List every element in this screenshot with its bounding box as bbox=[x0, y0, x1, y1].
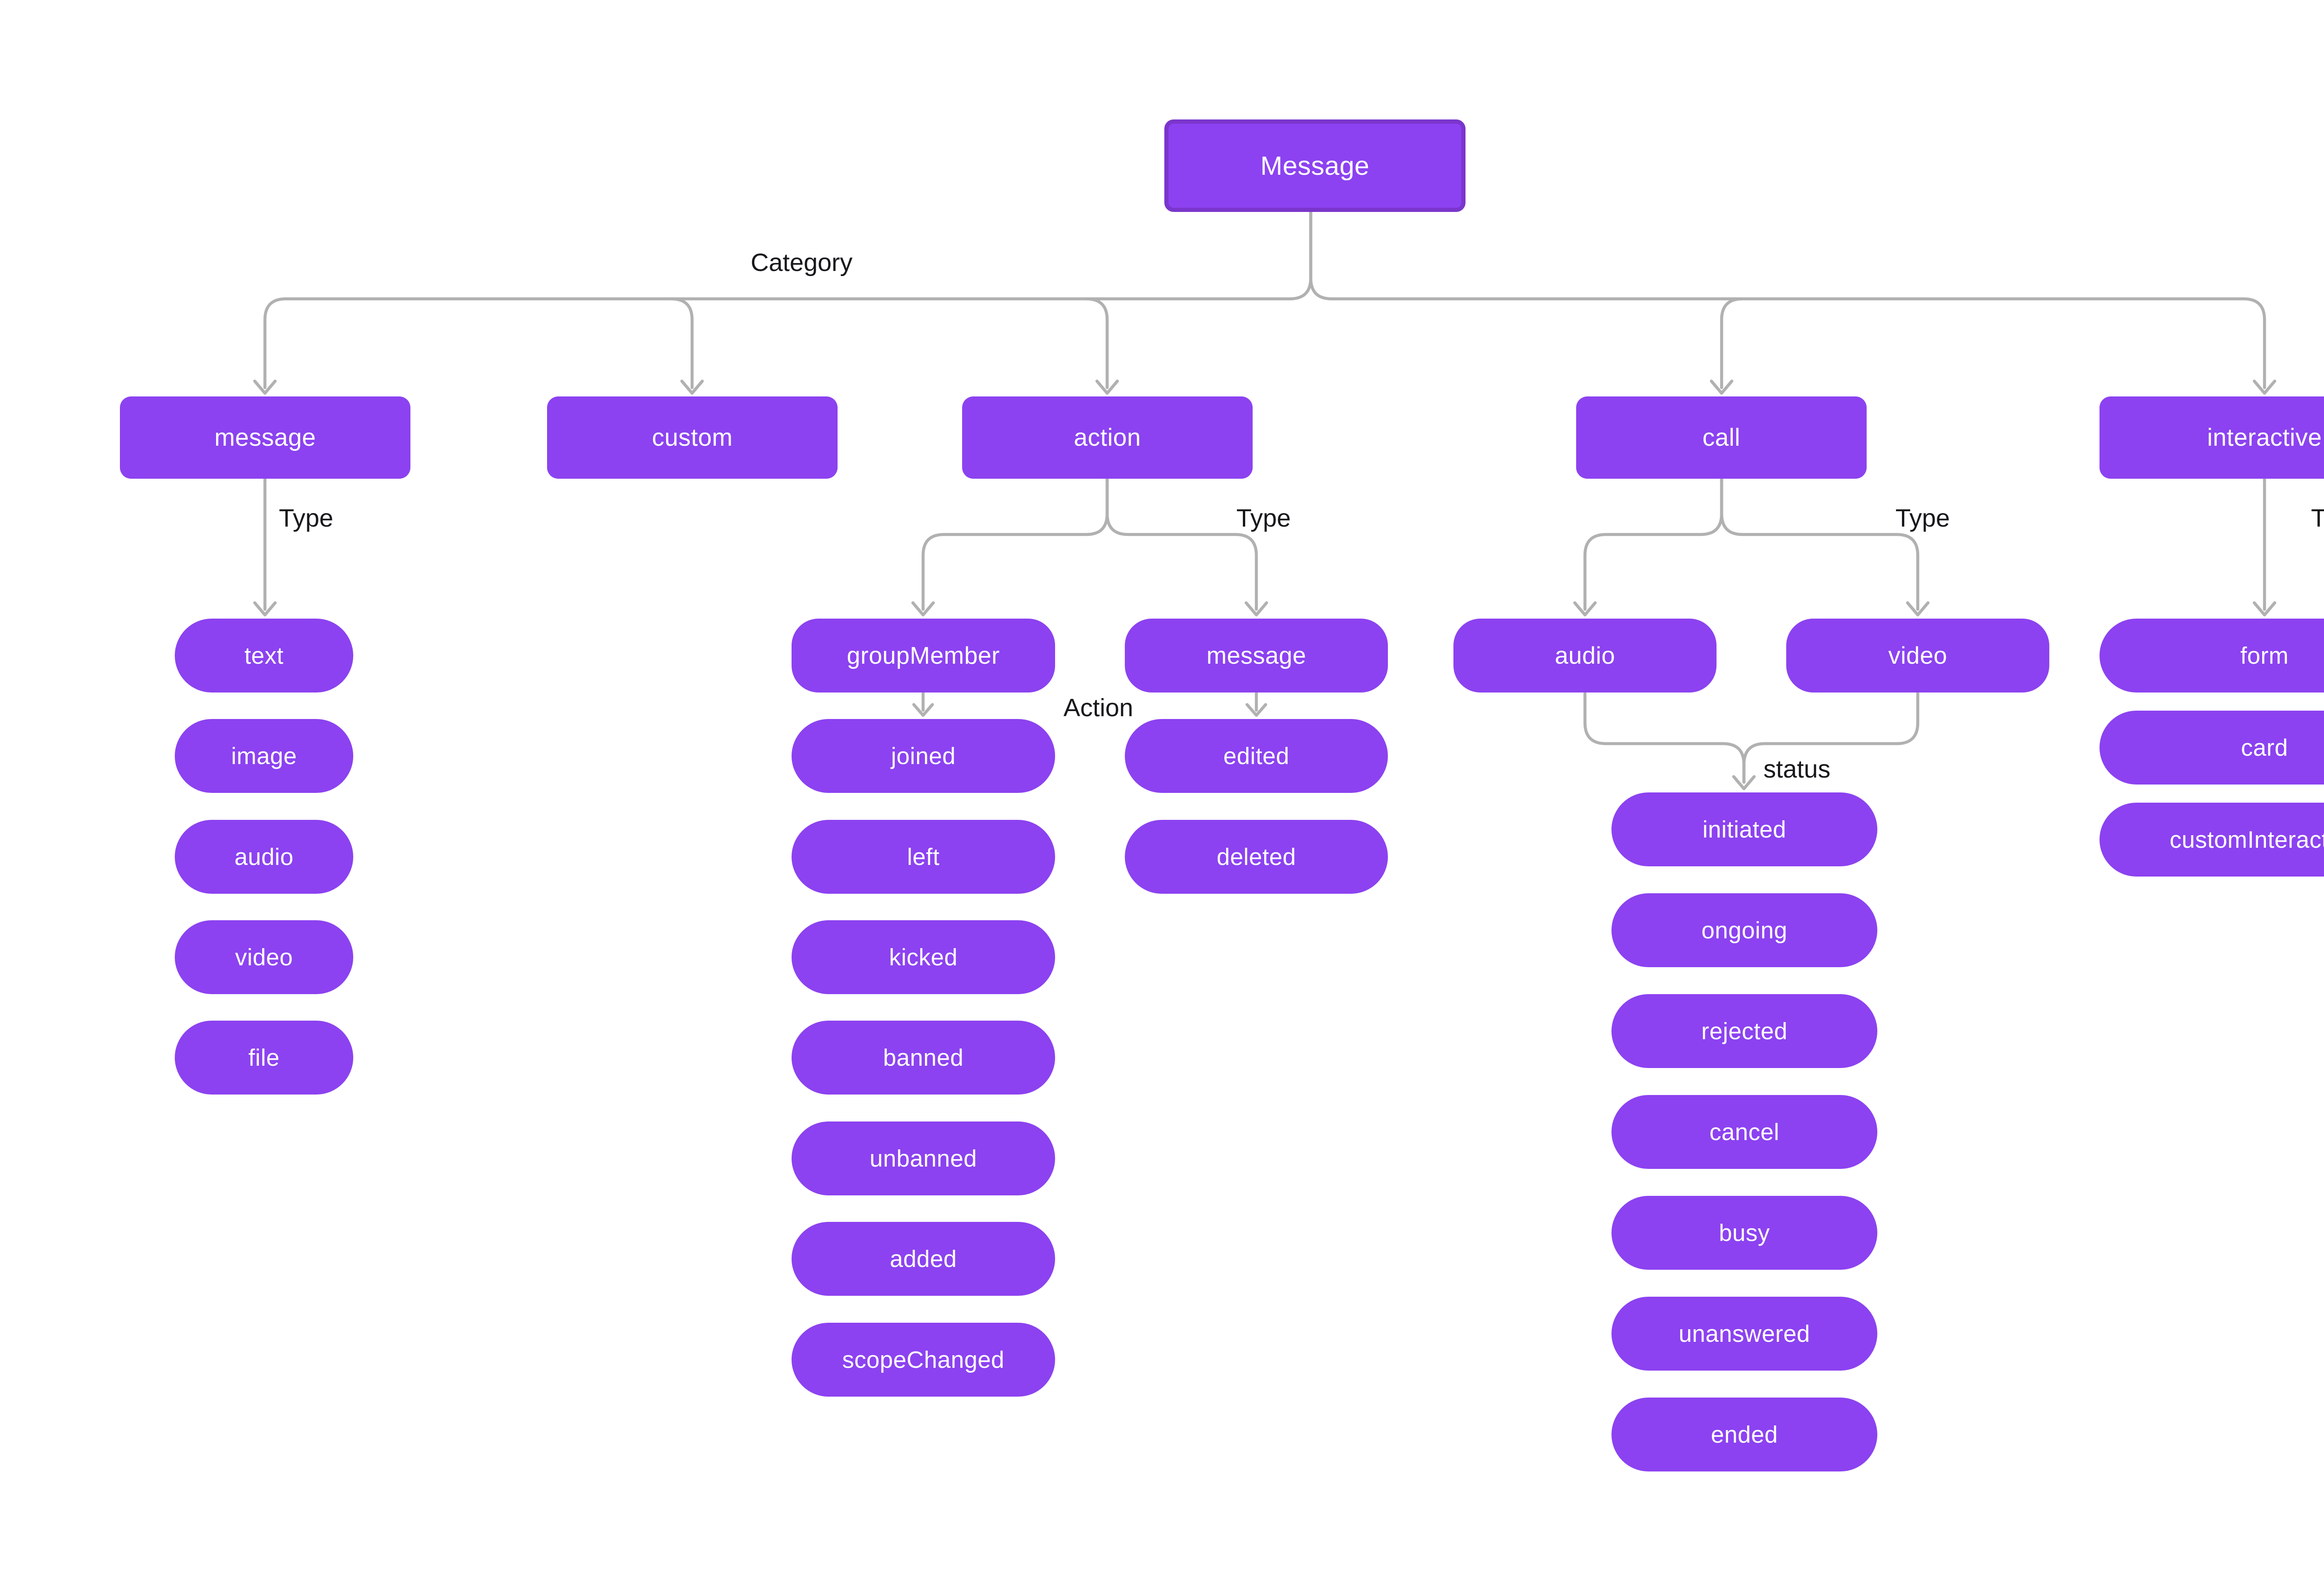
merge-video bbox=[1742, 692, 1920, 784]
node-call-status-busy: busy bbox=[1611, 1196, 1877, 1270]
arrowhead bbox=[1244, 601, 1268, 617]
node-call-status-cancel: cancel bbox=[1611, 1095, 1877, 1169]
node-call-type-audio: audio bbox=[1453, 619, 1717, 693]
node-groupmember-action-left: left bbox=[792, 820, 1055, 894]
trunk-right bbox=[1309, 202, 2266, 389]
type-edge-label-call: Type bbox=[1895, 504, 1950, 532]
node-message-type-audio: audio bbox=[175, 820, 353, 894]
node-groupmember-action-unbanned: unbanned bbox=[792, 1121, 1055, 1195]
drop-custom bbox=[669, 297, 694, 389]
node-category-interactive: interactive bbox=[2100, 396, 2324, 479]
node-groupmember-action-banned: banned bbox=[792, 1021, 1055, 1095]
arrowhead bbox=[2252, 379, 2277, 395]
node-call-type-video: video bbox=[1786, 619, 2049, 693]
arrowhead bbox=[1573, 601, 1597, 617]
drop-call bbox=[1720, 297, 1744, 389]
node-message-type-image: image bbox=[175, 719, 353, 793]
node-interactive-type-form: form bbox=[2100, 619, 2324, 693]
fork-call-left bbox=[1583, 477, 1723, 611]
edge-call-types-to-status bbox=[1583, 692, 1920, 791]
fork-call-right bbox=[1720, 477, 1920, 611]
edge-action-to-types bbox=[911, 477, 1268, 617]
fork-action-left bbox=[921, 477, 1109, 611]
drop-action bbox=[1084, 297, 1109, 389]
node-groupmember-action-joined: joined bbox=[792, 719, 1055, 793]
type-edge-label-message: Type bbox=[279, 504, 334, 532]
edge-message-to-types bbox=[253, 477, 277, 617]
arrowhead bbox=[1245, 703, 1268, 717]
type-edge-label-interactive: Type bbox=[2311, 504, 2324, 532]
node-interactive-type-card: card bbox=[2100, 711, 2324, 785]
edge-root-to-categories bbox=[253, 202, 2277, 395]
node-category-action: action bbox=[962, 396, 1253, 479]
arrowhead bbox=[1906, 601, 1930, 617]
trunk-left bbox=[263, 202, 1313, 389]
node-call-status-rejected: rejected bbox=[1611, 994, 1877, 1068]
arrowhead bbox=[1095, 379, 1119, 395]
fork-action-right bbox=[1105, 477, 1258, 611]
status-edge-label: status bbox=[1763, 755, 1831, 783]
node-groupmember-action-kicked: kicked bbox=[792, 920, 1055, 994]
arrowhead bbox=[911, 601, 935, 617]
node-message-root: Message bbox=[1164, 119, 1466, 212]
arrowhead bbox=[2252, 601, 2277, 617]
node-message-action-deleted: deleted bbox=[1125, 820, 1388, 894]
arrowhead bbox=[1732, 775, 1756, 791]
node-message-type-file: file bbox=[175, 1021, 353, 1095]
edge-actionmessage-to-actions bbox=[1245, 692, 1268, 717]
arrowhead bbox=[912, 703, 934, 717]
arrowhead bbox=[1710, 379, 1734, 395]
category-edge-label: Category bbox=[751, 249, 853, 277]
merge-audio bbox=[1583, 692, 1746, 784]
node-groupmember-action-added: added bbox=[792, 1222, 1055, 1296]
node-call-status-unanswered: unanswered bbox=[1611, 1297, 1877, 1371]
node-message-type-text: text bbox=[175, 619, 353, 693]
node-call-status-initiated: initiated bbox=[1611, 792, 1877, 866]
type-edge-label-action: Type bbox=[1236, 504, 1291, 532]
arrowhead bbox=[253, 379, 277, 395]
node-category-call: call bbox=[1576, 396, 1867, 479]
arrowhead bbox=[253, 601, 277, 617]
node-message-type-video: video bbox=[175, 920, 353, 994]
edge-call-to-types bbox=[1573, 477, 1930, 617]
node-call-status-ended: ended bbox=[1611, 1398, 1877, 1471]
node-call-status-ongoing: ongoing bbox=[1611, 893, 1877, 967]
node-groupmember-action-scopechanged: scopeChanged bbox=[792, 1323, 1055, 1397]
node-message-action-edited: edited bbox=[1125, 719, 1388, 793]
node-category-message: message bbox=[120, 396, 410, 479]
node-action-type-message: message bbox=[1125, 619, 1388, 693]
node-category-custom: custom bbox=[547, 396, 838, 479]
node-action-type-groupmember: groupMember bbox=[792, 619, 1055, 693]
action-edge-label: Action bbox=[1063, 694, 1134, 722]
node-interactive-type-custominteractive: customInteractive bbox=[2100, 803, 2324, 877]
edge-interactive-to-types bbox=[2252, 477, 2277, 617]
arrowhead bbox=[680, 379, 704, 395]
edge-groupmember-to-actions bbox=[912, 692, 934, 717]
